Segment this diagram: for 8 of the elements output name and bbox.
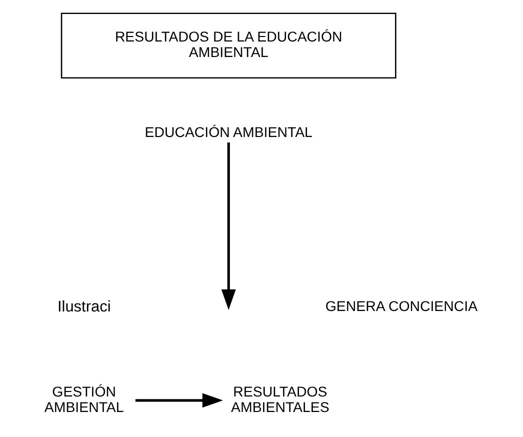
- node-text: RESULTADOS AMBIENTALES: [231, 384, 330, 416]
- node-box: RESULTADOS DE LA EDUCACIÓN AMBIENTAL: [60, 12, 396, 79]
- label: GENERA CONCIENCIA: [325, 299, 478, 316]
- label: Ilustraci: [57, 298, 111, 316]
- arrow: [135, 393, 224, 408]
- arrow: [221, 142, 236, 310]
- node-text: GESTIÓN AMBIENTAL: [44, 384, 124, 416]
- node-text: EDUCACIÓN AMBIENTAL: [144, 124, 312, 141]
